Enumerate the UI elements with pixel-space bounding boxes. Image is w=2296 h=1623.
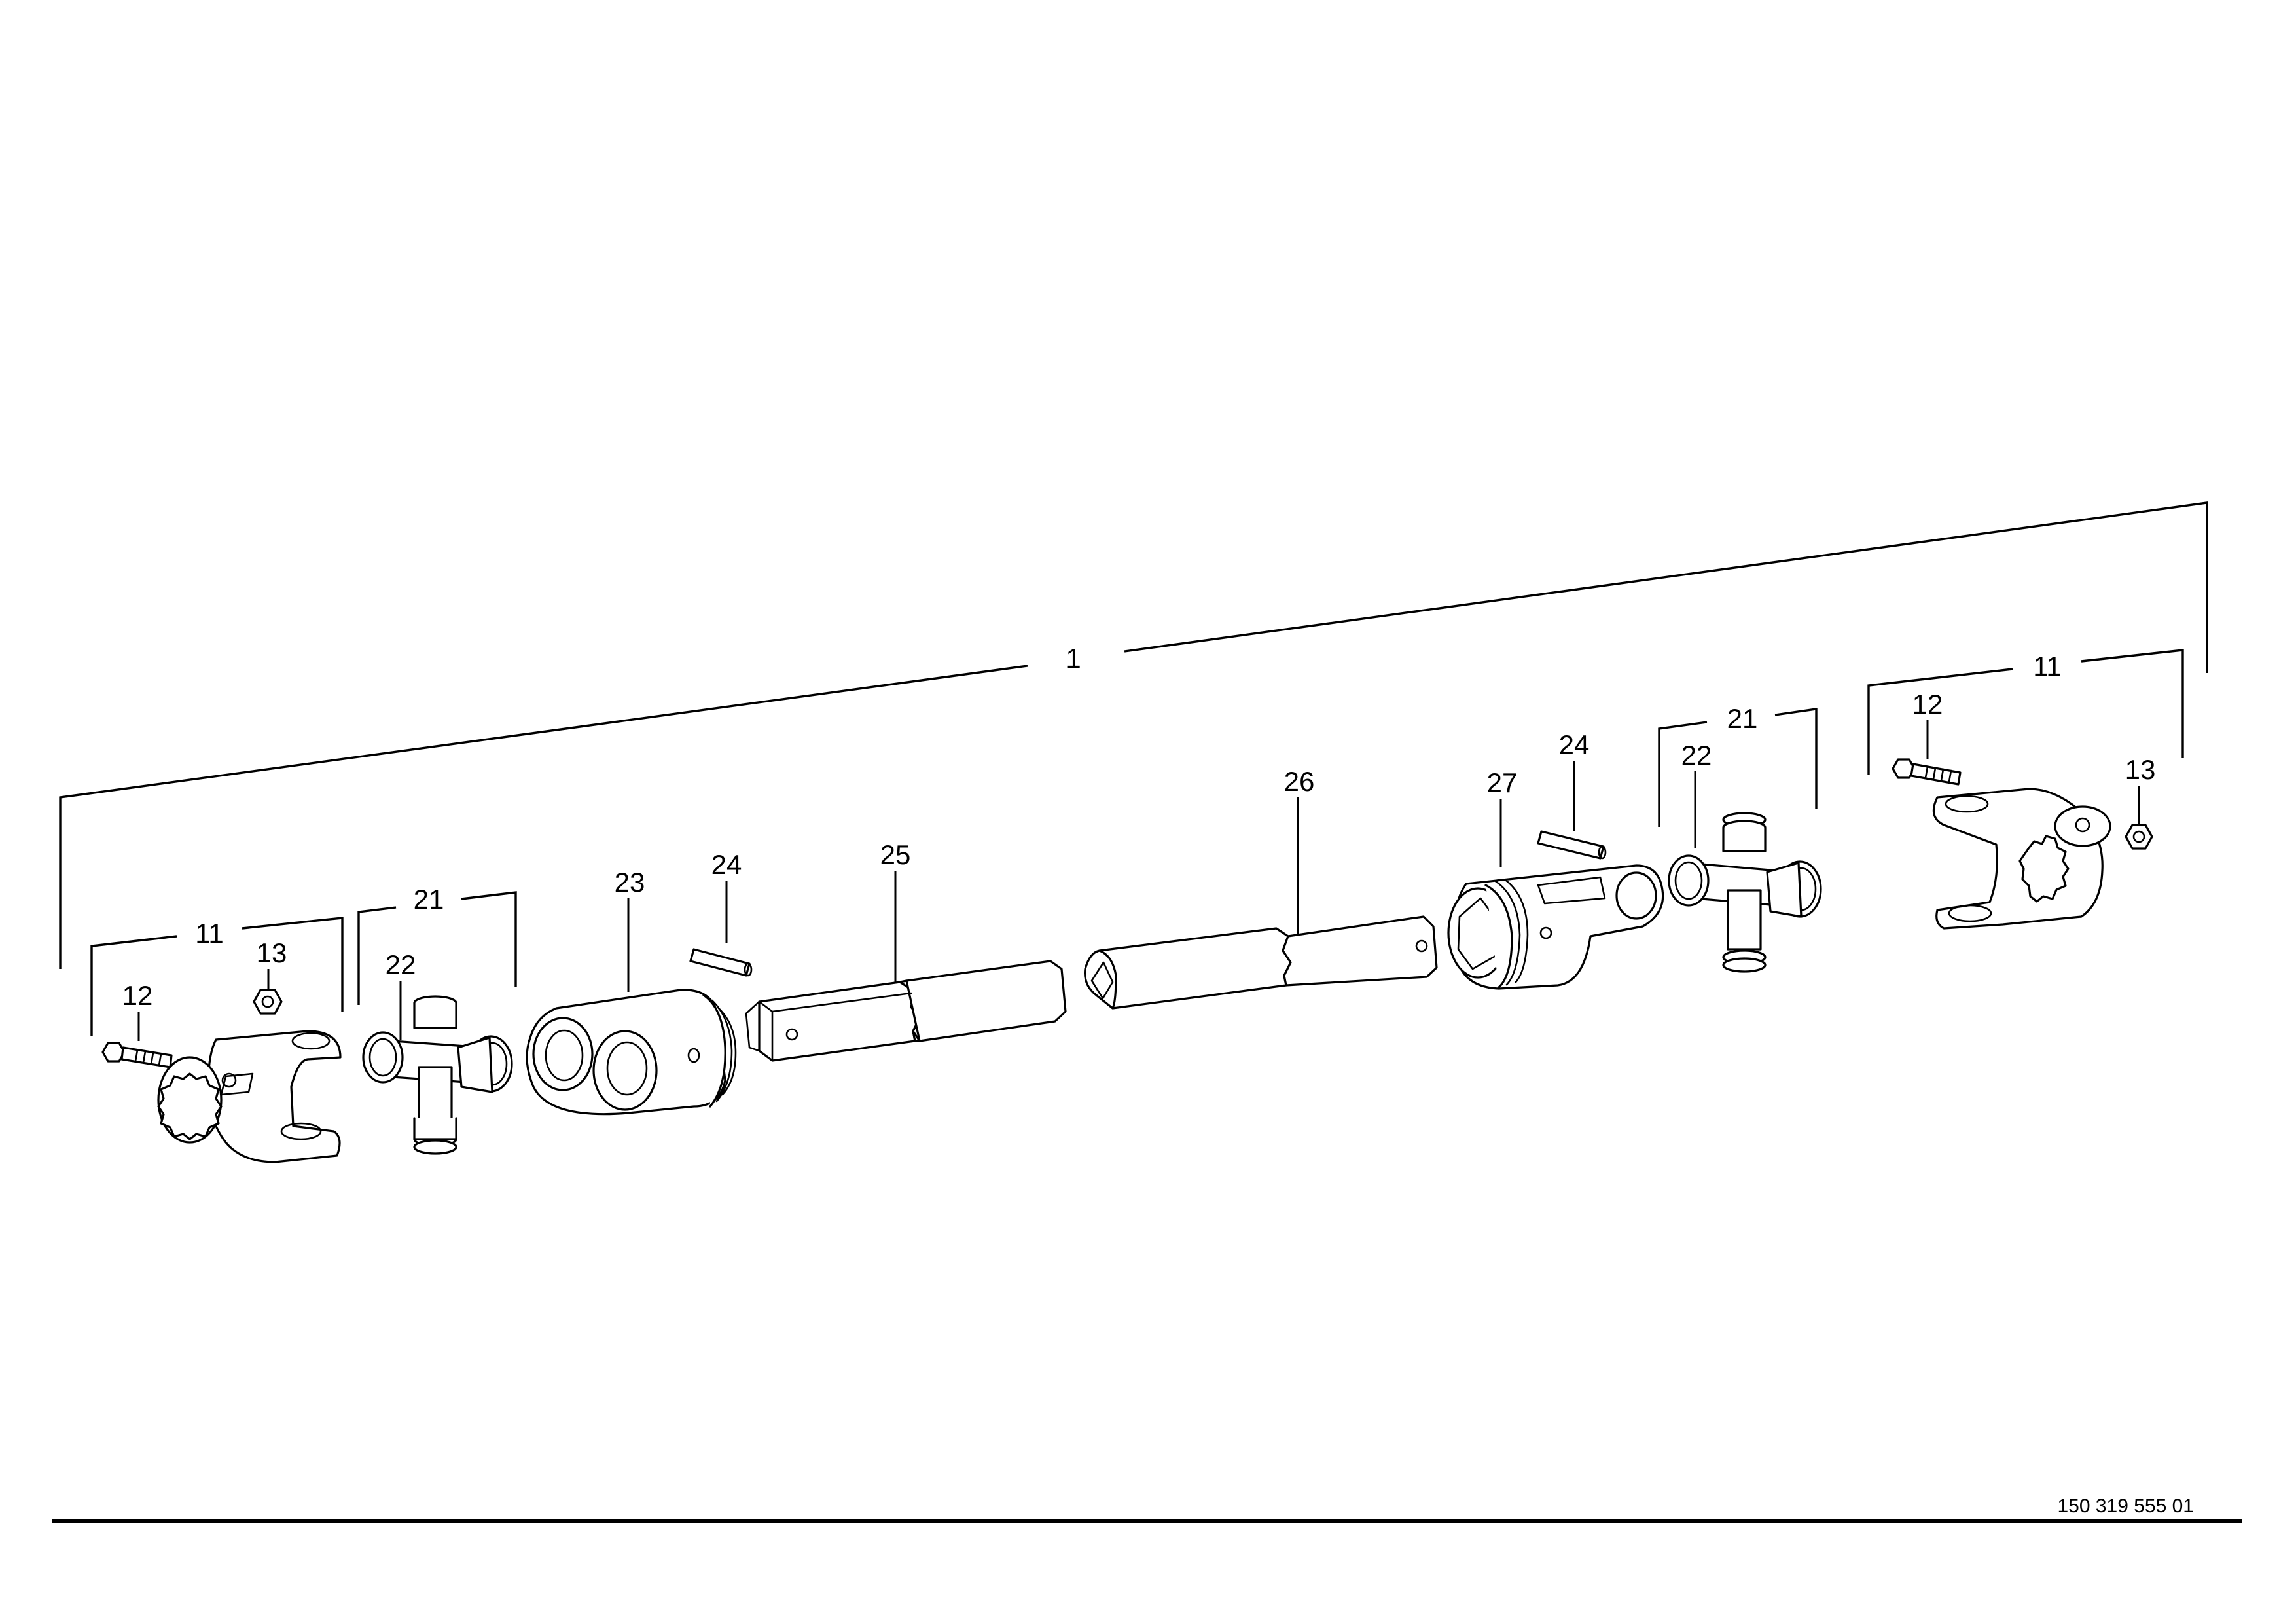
bolt-icon: [1892, 758, 1962, 786]
callout-labels: 1 11 12 13 21 22 23 24 25 26 27 24 21 22…: [122, 643, 2156, 1011]
profile-tube-icon: [745, 960, 1067, 1062]
yoke-icon: [526, 989, 737, 1116]
yoke-icon: [157, 1030, 342, 1163]
callout-cross-left: 22: [386, 949, 416, 980]
document-number: 150 319 555 01: [2057, 1495, 2194, 1517]
bracket-yoke-right: [1867, 649, 2184, 775]
callout-yoke-left: 11: [195, 918, 224, 949]
bracket-yoke-left: [90, 917, 344, 1036]
callout-outer-tube: 26: [1284, 766, 1315, 797]
callout-inner-yoke: 23: [615, 867, 645, 898]
nut-icon: [253, 989, 283, 1015]
yoke-icon: [1447, 864, 1664, 990]
callout-pin-right: 24: [1559, 729, 1590, 760]
nut-icon: [2125, 824, 2153, 850]
callout-yoke-right: 11: [2033, 651, 2062, 682]
callout-inner-tube: 25: [880, 839, 911, 870]
spring-pin-icon: [1537, 830, 1607, 860]
spring-pin-icon: [689, 948, 753, 977]
bolt-icon: [101, 1042, 173, 1068]
yoke-icon: [1932, 788, 2111, 930]
leader-lines: [137, 720, 2140, 1041]
callout-bolt-left: 12: [122, 980, 153, 1011]
bracket-joint-right: [1658, 708, 1818, 827]
callout-outer-yoke: 27: [1487, 767, 1518, 798]
callout-pin-left: 24: [711, 849, 742, 880]
callout-nut-left: 13: [257, 938, 287, 968]
callout-nut-right: 13: [2125, 754, 2156, 785]
assembly-bracket: [59, 501, 2208, 969]
callout-joint-right: 21: [1727, 703, 1758, 734]
profile-tube-icon: [1084, 915, 1438, 1010]
callout-assembly: 1: [1066, 643, 1081, 674]
callout-bolt-right: 12: [1912, 689, 1943, 720]
callout-cross-right: 22: [1681, 740, 1712, 771]
universal-joint-cross-icon: [1668, 812, 1822, 973]
bracket-joint-left: [357, 891, 517, 1005]
universal-joint-cross-icon: [362, 995, 513, 1155]
callout-joint-left: 21: [414, 884, 444, 915]
